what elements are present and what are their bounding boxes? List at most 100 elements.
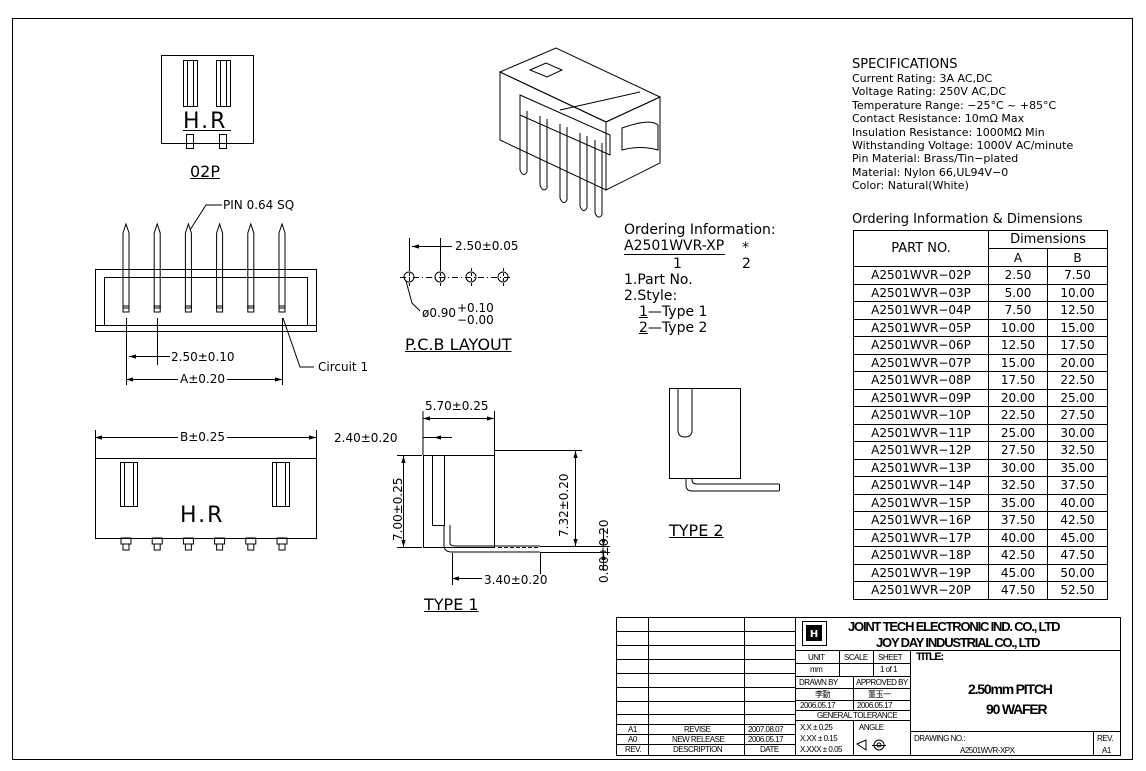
cell-part: A2501WVR−07P bbox=[853, 353, 989, 372]
cell-a: 2.50 bbox=[988, 266, 1048, 285]
cell-part: A2501WVR−12P bbox=[853, 441, 989, 460]
cell-b: 10.00 bbox=[1047, 283, 1108, 302]
cell-part: A2501WVR−04P bbox=[853, 301, 989, 320]
cell-b: 30.00 bbox=[1047, 423, 1108, 442]
col-a: A bbox=[988, 248, 1048, 267]
approved-by-label: APPROVED BY bbox=[856, 678, 908, 687]
cell-part: A2501WVR−09P bbox=[853, 388, 989, 407]
specifications: SPECIFICATIONS Current Rating: 3A AC,DC … bbox=[852, 58, 1073, 193]
cell-b: 12.50 bbox=[1047, 301, 1108, 320]
pin bbox=[153, 222, 161, 309]
cell-part: A2501WVR−02P bbox=[853, 266, 989, 285]
type1-side-view bbox=[397, 411, 610, 585]
cell-b: 40.00 bbox=[1047, 493, 1108, 512]
rev-row-2-rev: A0 bbox=[628, 735, 637, 744]
cell-b: 15.00 bbox=[1047, 318, 1108, 337]
cell-part: A2501WVR−03P bbox=[853, 283, 989, 302]
cell-b: 35.00 bbox=[1047, 458, 1108, 477]
svg-text:H: H bbox=[810, 629, 818, 640]
type1-pin-len-label: 3.40±0.20 bbox=[482, 573, 550, 587]
view-02p-label: 02P bbox=[190, 162, 221, 181]
pin-base bbox=[122, 305, 130, 313]
spec-line: Withstanding Voltage: 1000V AC/minute bbox=[852, 139, 1074, 153]
cell-b: 52.50 bbox=[1047, 581, 1108, 600]
style2-num: 2 bbox=[639, 320, 648, 336]
pin-base bbox=[216, 305, 224, 313]
cell-a: 17.50 bbox=[988, 371, 1048, 390]
ordering-item1: 1.Part No. bbox=[624, 272, 693, 288]
sheet-label: SHEET bbox=[878, 653, 903, 662]
isometric-view bbox=[498, 47, 662, 218]
cell-b: 50.00 bbox=[1047, 563, 1108, 582]
rev-row-1-desc: REVISE bbox=[684, 725, 711, 734]
cell-part: A2501WVR−17P bbox=[853, 528, 989, 547]
cell-a: 32.50 bbox=[988, 476, 1048, 495]
spec-line: Insulation Resistance: 1000MΩ Min bbox=[852, 125, 1045, 139]
drawn-by-name: 李勤 bbox=[815, 690, 831, 699]
cell-a: 7.50 bbox=[988, 301, 1048, 320]
pcb-hole-tol-plus: +0.10 bbox=[457, 301, 494, 315]
dimensions-heading: Ordering Information & Dimensions bbox=[852, 212, 1083, 227]
spec-line: Color: Natural(White) bbox=[852, 179, 969, 193]
pcb-pitch-label: 2.50±0.05 bbox=[455, 239, 519, 253]
title-line1: 2.50mm PITCH bbox=[968, 681, 1053, 697]
pitch-dim-label: 2.50±0.10 bbox=[171, 350, 235, 364]
type1-label: TYPE 1 bbox=[424, 595, 479, 614]
unit-value: mm bbox=[810, 665, 823, 674]
title-label: TITLE: bbox=[916, 651, 944, 663]
rev-row-2-desc: NEW RELEASE bbox=[672, 735, 725, 744]
cell-part: A2501WVR−08P bbox=[853, 371, 989, 390]
spec-line: Pin Material: Brass/Tin−plated bbox=[852, 152, 1019, 166]
general-tolerance: GENERAL TOLERANCE bbox=[817, 711, 898, 720]
ordering-num2: 2 bbox=[742, 256, 751, 272]
pcb-hole-label: ø0.90 bbox=[422, 306, 457, 320]
drawn-by-label: DRAWN BY bbox=[799, 678, 838, 687]
ordering-asterisk: * bbox=[742, 240, 749, 256]
company-name-en: JOINT TECH ELECTRONIC IND. CO., LTD bbox=[848, 619, 1060, 634]
pin-tail-end bbox=[216, 543, 224, 551]
pin-base bbox=[247, 305, 255, 313]
type2-side-view bbox=[669, 388, 780, 492]
drawn-date: 2006.05.17 bbox=[800, 701, 836, 710]
cell-a: 22.50 bbox=[988, 406, 1048, 425]
type1-width-label: 5.70±0.25 bbox=[425, 399, 489, 413]
cell-part: A2501WVR−13P bbox=[853, 458, 989, 477]
tolerance-1: X.X ± 0.25 bbox=[800, 723, 833, 732]
pin-tail-end bbox=[247, 543, 255, 551]
cell-a: 35.00 bbox=[988, 493, 1048, 512]
cell-part: A2501WVR−18P bbox=[853, 546, 989, 565]
hdr-rev: REV. bbox=[625, 745, 641, 754]
title-block-grid bbox=[616, 617, 1121, 756]
b-dim-label: B±0.25 bbox=[178, 430, 228, 444]
pin bbox=[216, 222, 224, 309]
rev-value: A1 bbox=[1102, 746, 1111, 755]
pcb-layout-label: P.C.B LAYOUT bbox=[405, 335, 512, 354]
cell-a: 5.00 bbox=[988, 283, 1048, 302]
ordering-num1: 1 bbox=[673, 256, 682, 272]
pin bbox=[184, 222, 192, 309]
unit-label: UNIT bbox=[808, 653, 825, 662]
company-name-en2: JOY DAY INDUSTRIAL CO., LTD bbox=[876, 635, 1041, 650]
pcb-hole-tol-minus: −0.00 bbox=[457, 313, 494, 327]
cell-b: 27.50 bbox=[1047, 406, 1108, 425]
rev-row-1-date: 2007.08.07 bbox=[748, 725, 784, 734]
pin-base bbox=[278, 305, 286, 313]
cell-b: 47.50 bbox=[1047, 546, 1108, 565]
style2-text: —Type 2 bbox=[647, 320, 708, 336]
pcb-layout bbox=[400, 238, 512, 312]
cell-b: 17.50 bbox=[1047, 336, 1108, 355]
rev-label: REV. bbox=[1097, 734, 1113, 743]
hr-mark-bottom: H.R bbox=[180, 503, 225, 528]
cell-part: A2501WVR−05P bbox=[853, 318, 989, 337]
